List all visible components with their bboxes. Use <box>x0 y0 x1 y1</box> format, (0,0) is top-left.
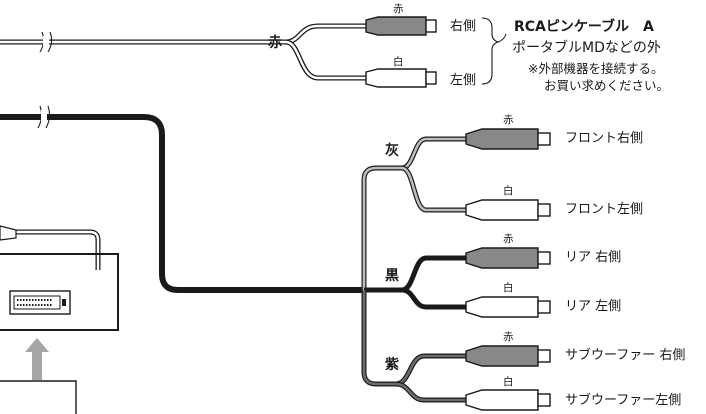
plug-front-left <box>465 199 551 221</box>
top-plug-red-color: 赤 <box>393 3 404 15</box>
top-group-color-label: 赤 <box>268 35 282 51</box>
black-group-label: 黒 <box>385 268 399 284</box>
rear-right-label: リア 右側 <box>565 250 622 265</box>
plug-rear-left <box>465 296 551 318</box>
callout-title: RCAピンケーブル A <box>514 19 654 35</box>
main-cable <box>0 105 364 293</box>
sub-left-color: 白 <box>503 376 514 388</box>
gray-group-label: 灰 <box>385 143 399 159</box>
front-left-color: 白 <box>503 185 514 197</box>
front-right-color: 赤 <box>503 114 514 126</box>
front-right-label: フロント右側 <box>565 131 644 146</box>
plug-front-right <box>465 128 551 150</box>
up-arrow-icon <box>25 338 49 380</box>
callout-line1: ポータブルMDなどの外 <box>512 40 661 56</box>
front-left-label: フロント左側 <box>565 202 644 217</box>
sub-right-label: サブウーファー 右側 <box>565 348 686 363</box>
rear-left-color: 白 <box>503 282 514 294</box>
top-white-plug <box>365 68 437 88</box>
plug-sub-right <box>465 345 551 367</box>
rear-right-color: 赤 <box>503 233 514 245</box>
rca-plugs <box>465 128 551 411</box>
top-plug-red-channel: 右側 <box>450 19 477 34</box>
purple-wire-group <box>361 290 468 403</box>
top-rca-cable <box>0 16 507 88</box>
top-plug-white-color: 白 <box>393 56 404 68</box>
purple-group-label: 紫 <box>385 357 399 373</box>
rear-left-label: リア 左側 <box>565 299 622 314</box>
callout-note1: ※外部機器を接続する。 <box>528 61 664 76</box>
plug-sub-left <box>465 389 551 411</box>
head-unit <box>0 225 119 414</box>
top-red-plug <box>365 16 437 36</box>
top-plug-white-channel: 左側 <box>450 73 477 88</box>
black-wire-group <box>364 255 468 310</box>
plug-rear-right <box>465 247 551 269</box>
sub-right-color: 赤 <box>503 331 514 343</box>
gray-wire-group <box>361 136 468 290</box>
callout-note2: お買い求めください。 <box>544 78 670 93</box>
sub-left-label: サブウーファー左側 <box>565 393 682 408</box>
